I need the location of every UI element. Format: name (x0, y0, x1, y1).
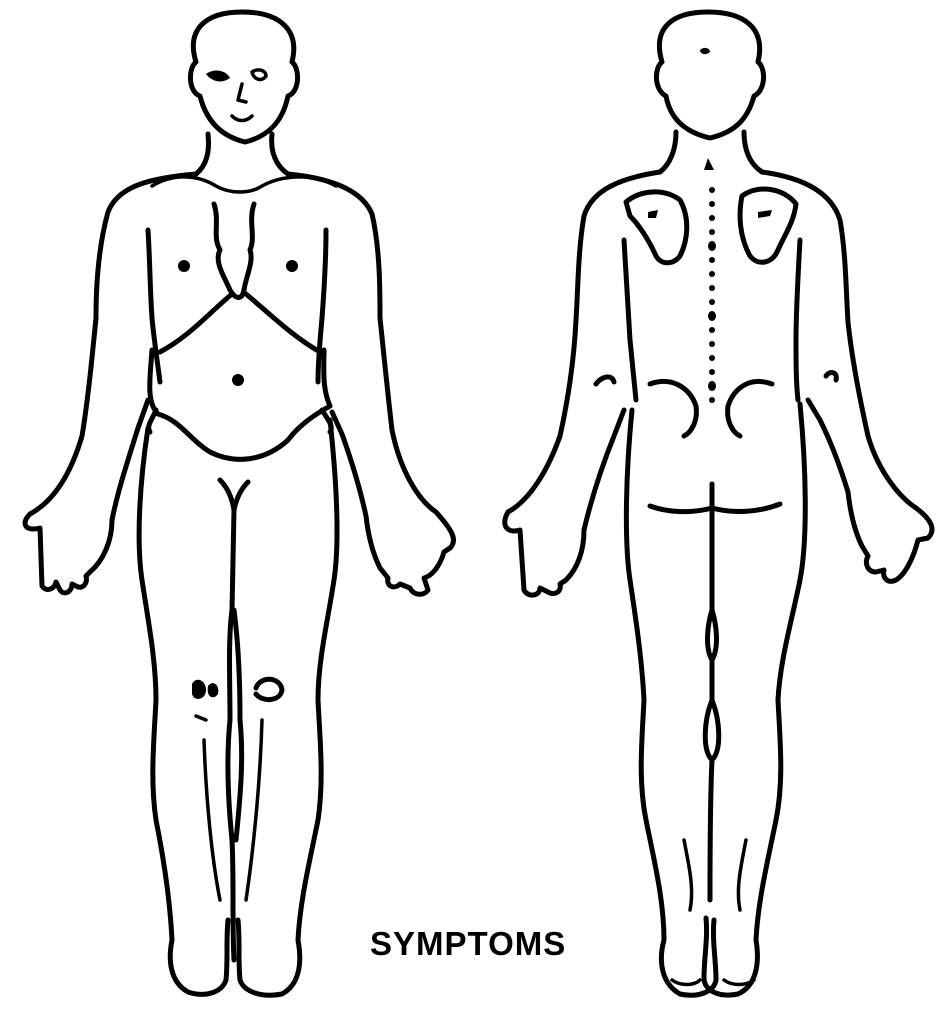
back-c7 (704, 158, 714, 170)
back-right-inner-arm (793, 237, 803, 403)
front-nose (236, 82, 248, 104)
back-waist-right (725, 379, 775, 439)
back-figure (502, 9, 935, 998)
front-figure (22, 9, 456, 998)
back-right-scapula-mark (758, 210, 772, 218)
front-right-shin (244, 718, 264, 902)
spine-vertebra (709, 397, 715, 403)
back-left-arm (502, 169, 663, 598)
front-right-knee (253, 676, 285, 702)
back-inner-legs (702, 517, 722, 903)
spine-vertebra (709, 271, 715, 277)
front-mouth (230, 114, 254, 123)
spine-vertebra (709, 299, 715, 305)
front-left-nipple (178, 260, 190, 272)
spine-vertebra (709, 229, 715, 235)
back-neck-left (657, 129, 679, 175)
front-right-eye (250, 68, 268, 82)
front-neck-left (193, 131, 211, 177)
back-left-scapula-mark (648, 210, 658, 218)
spine-vertebra (708, 241, 716, 251)
back-right-elbow (823, 370, 839, 383)
front-head (188, 9, 300, 145)
front-inner-legs (217, 477, 251, 963)
back-left-calf (682, 838, 694, 912)
spine-vertebra (709, 201, 715, 207)
diagram-caption: SYMPTOMS (370, 925, 567, 962)
front-left-eye (206, 70, 230, 82)
back-left-elbow (593, 374, 617, 387)
front-right-inner-arm (315, 227, 329, 385)
front-left-inner-arm (145, 227, 163, 385)
back-right-scapula (737, 186, 799, 265)
back-neck-right (741, 129, 765, 175)
spine-vertebra (709, 257, 715, 263)
front-neck-right (269, 131, 291, 177)
back-waist-left (647, 378, 699, 439)
back-right-arm (759, 169, 935, 584)
spine-vertebra (709, 187, 715, 193)
back-left-leg (623, 407, 719, 998)
front-right-leg (235, 417, 340, 998)
back-head (654, 9, 766, 141)
spine-vertebra (709, 285, 715, 291)
back-left-scapula (623, 189, 690, 266)
spine-vertebra (709, 369, 715, 375)
front-left-leg (136, 425, 231, 997)
front-left-knee (192, 679, 219, 699)
front-navel (232, 374, 244, 386)
spine-vertebra (708, 381, 716, 391)
front-right-arm (285, 171, 456, 597)
spine-vertebra (709, 341, 715, 347)
front-left-arm (22, 171, 199, 596)
front-right-nipple (286, 260, 298, 272)
front-ribcage (157, 291, 323, 355)
spine-vertebra (709, 355, 715, 361)
back-head-whorl (700, 47, 710, 55)
front-left-shin (194, 714, 222, 902)
spine-vertebra (709, 215, 715, 221)
back-heels (670, 978, 756, 987)
front-hip-line (147, 347, 333, 462)
back-gluteal-fold (647, 501, 783, 515)
spine-vertebra (709, 327, 715, 333)
back-right-leg (701, 401, 808, 998)
back-left-inner-arm (621, 237, 639, 403)
front-chest-centerline (211, 201, 257, 300)
spine-vertebra (708, 311, 716, 321)
back-spine (708, 187, 716, 403)
back-right-calf (736, 838, 748, 912)
